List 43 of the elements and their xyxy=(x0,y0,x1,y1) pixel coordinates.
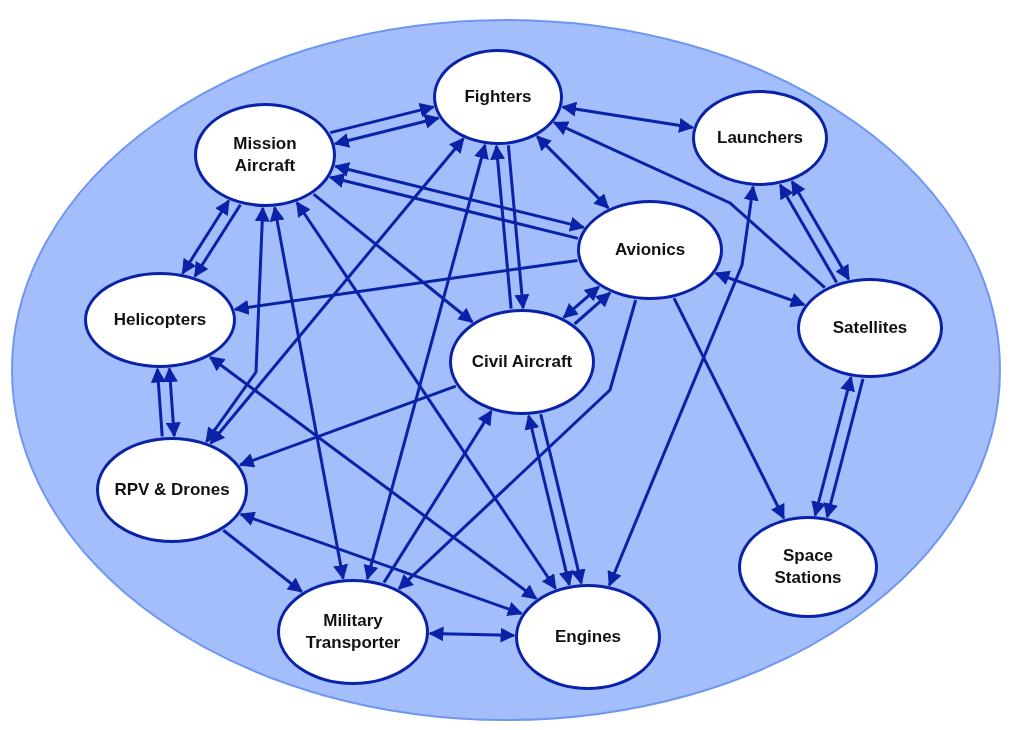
arrow xyxy=(714,270,806,308)
arrow xyxy=(233,258,578,315)
node-label: Military Transporter xyxy=(304,609,402,654)
arrow xyxy=(823,378,865,519)
arrow xyxy=(333,162,586,232)
arrow xyxy=(562,285,600,319)
arrow xyxy=(269,206,349,580)
arrow xyxy=(561,101,695,133)
arrow xyxy=(333,114,440,148)
node-label: Engines xyxy=(554,625,622,648)
arrow xyxy=(552,121,826,289)
arrow xyxy=(209,356,538,600)
arrow xyxy=(428,626,516,643)
arrow xyxy=(193,204,242,278)
arrow xyxy=(573,291,612,326)
arrow xyxy=(790,180,850,281)
arrow xyxy=(162,367,181,438)
arrow xyxy=(539,413,586,585)
arrow xyxy=(295,201,557,590)
arrow xyxy=(363,143,489,581)
arrow xyxy=(222,529,303,593)
node-label: Civil Aircraft xyxy=(471,350,573,373)
arrow xyxy=(506,145,530,310)
node-label: RPV & Drones xyxy=(114,478,230,501)
node-label: Launchers xyxy=(717,126,803,149)
arrow xyxy=(490,144,513,309)
arrow xyxy=(397,299,638,590)
node-label: Satellites xyxy=(832,316,908,339)
arrow xyxy=(536,135,610,209)
node-label: Avionics xyxy=(614,238,686,261)
arrow xyxy=(329,102,435,135)
arrow xyxy=(239,511,523,617)
arrow xyxy=(328,173,579,240)
arrow xyxy=(150,367,166,437)
arrow xyxy=(205,206,270,443)
arrow xyxy=(209,137,465,445)
node-label: Helicopters xyxy=(113,308,207,331)
node-label: Mission Aircraft xyxy=(232,132,298,177)
node-label: Fighters xyxy=(464,85,532,108)
arrow xyxy=(778,183,838,284)
node-label: Space Stations xyxy=(773,544,843,589)
arrow xyxy=(672,297,786,520)
arrow xyxy=(607,185,759,587)
